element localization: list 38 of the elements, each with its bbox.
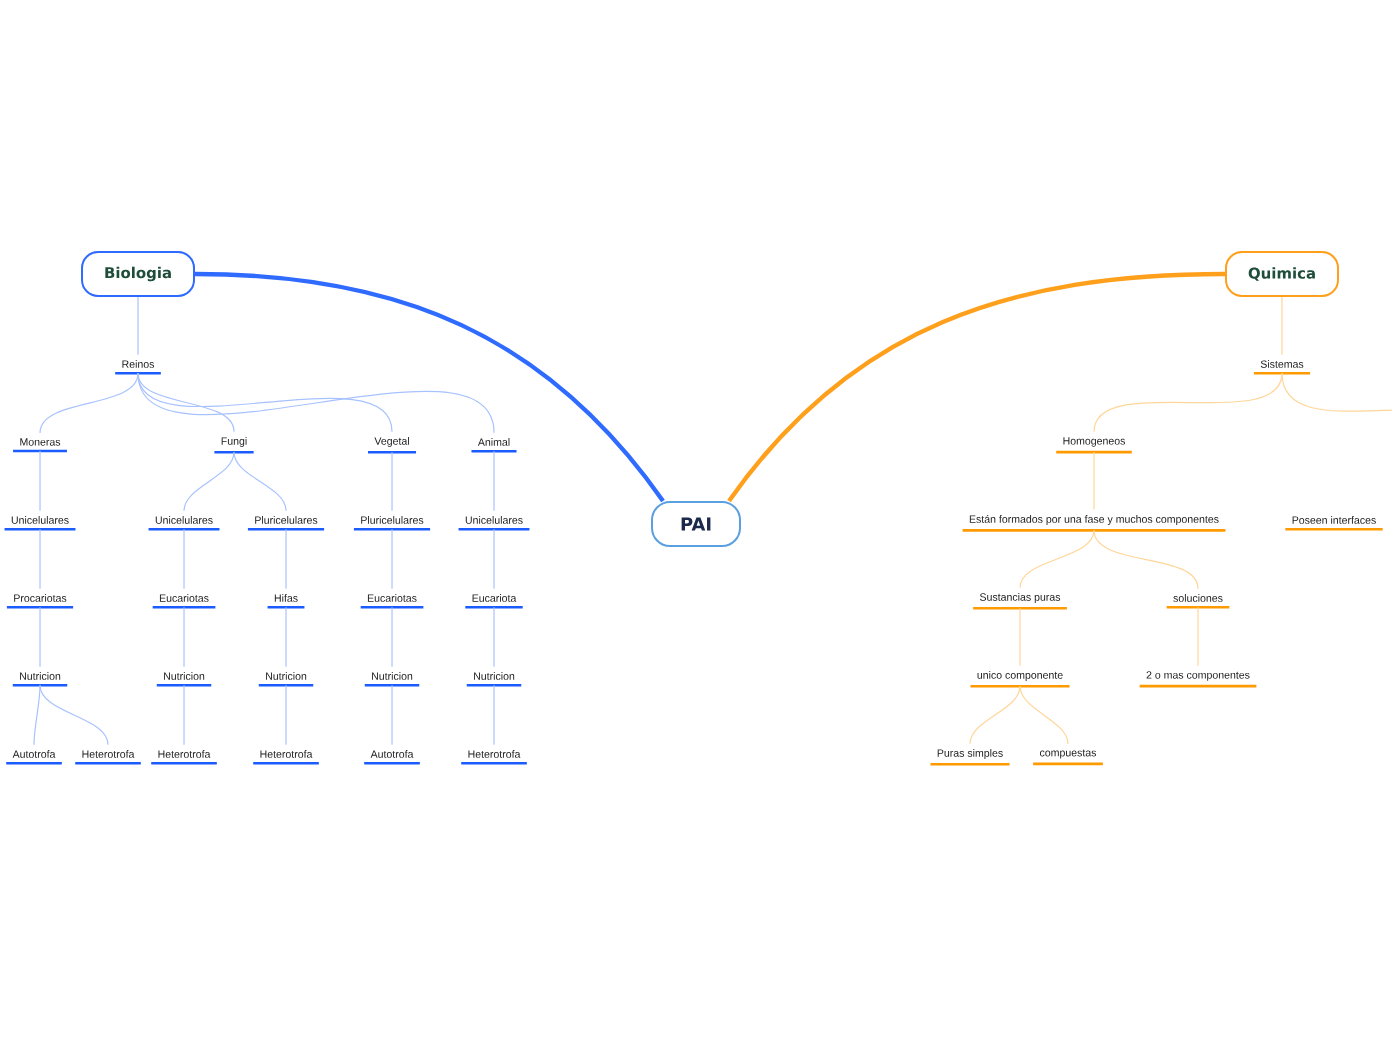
connector-line <box>183 451 235 512</box>
connector-line <box>137 296 139 356</box>
connector-line <box>33 684 41 746</box>
connector-line <box>137 372 495 434</box>
connector-line <box>391 684 393 746</box>
connector-line <box>1019 529 1095 589</box>
connector-line <box>1093 372 1283 433</box>
connector-line <box>1019 685 1069 745</box>
connector-line <box>391 528 393 590</box>
connector-line <box>1281 372 1392 412</box>
connector-line <box>1019 607 1021 667</box>
connector-line <box>285 606 287 668</box>
connector-line <box>137 372 235 433</box>
connector-line <box>183 606 185 668</box>
connector-line <box>285 528 287 590</box>
connector-line <box>493 684 495 746</box>
connector-line <box>969 685 1021 745</box>
connector-line <box>39 606 41 668</box>
connector-line <box>183 684 185 746</box>
connector-line <box>727 271 1226 503</box>
connector-line <box>194 271 665 503</box>
connector-line <box>39 450 41 512</box>
connector-line <box>39 372 139 434</box>
connector-line <box>183 528 185 590</box>
connector-line <box>285 684 287 746</box>
connector-line <box>233 451 287 512</box>
connector-line <box>391 606 393 668</box>
connector-line <box>1281 296 1283 356</box>
connector-line <box>493 606 495 668</box>
connector-line <box>493 450 495 512</box>
connector-line <box>493 528 495 590</box>
connector-line <box>1197 606 1199 667</box>
connector-line <box>1093 451 1095 511</box>
connector-line <box>39 528 41 590</box>
central-topic-box: PAI <box>651 501 741 547</box>
connector-line <box>1093 529 1199 590</box>
connector-line <box>391 451 393 512</box>
connector-line <box>39 684 109 746</box>
